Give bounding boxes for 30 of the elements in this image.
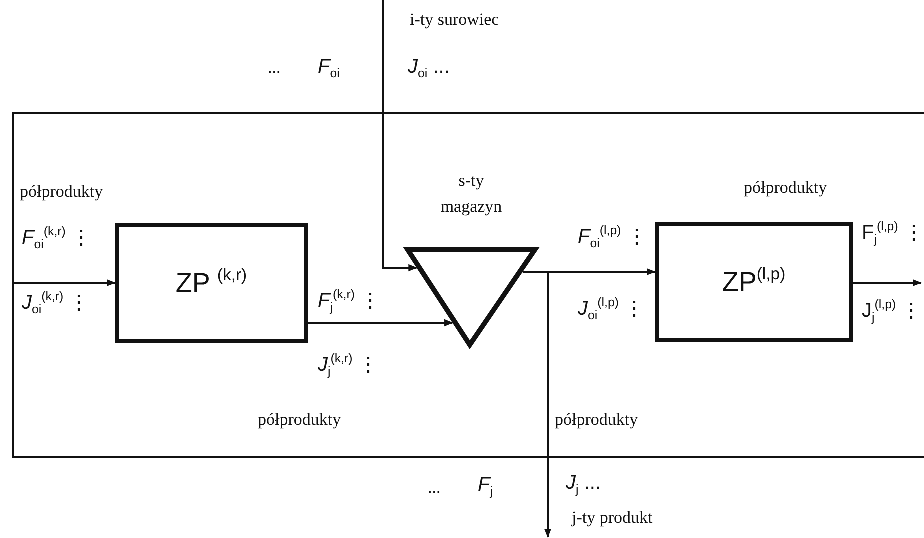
variable-label: J$_{oi}$$^{(k,r)}$ ⋮ xyxy=(22,290,90,315)
process-box xyxy=(115,223,308,343)
stream-label: półprodukty xyxy=(20,182,104,202)
variable-label: F$_{j}$ xyxy=(478,474,493,497)
flow-arrow xyxy=(308,319,454,327)
variable-label: J$_{oi}$$^{(l,p)}$ ⋮ xyxy=(578,296,645,321)
variable-label: J$_{oi}$ ... xyxy=(408,56,450,79)
storage-label: s-ty magazyn xyxy=(440,170,504,218)
variable-label: F$_{oi}$$^{(k,r)}$ ⋮ xyxy=(22,225,92,250)
variable-label: F$_{j}$$^{(k,r)}$ ⋮ xyxy=(318,288,381,313)
stream-label: półprodukty xyxy=(744,178,828,198)
variable-label: J$_{j}$$^{(l,p)}$ ⋮ xyxy=(862,298,922,323)
process-label: ZP $^{(k,r)}$ xyxy=(176,268,248,298)
flow-arrow xyxy=(382,0,418,272)
process-label: ZP$^{(l,p)}$ xyxy=(722,266,786,298)
stream-label: półprodukty xyxy=(258,410,342,430)
flow-arrow xyxy=(12,279,116,287)
process-box xyxy=(655,222,853,342)
variable-label: F$_{oi}$ xyxy=(318,56,340,79)
flow-arrow xyxy=(853,279,922,287)
system-boundary xyxy=(12,112,924,458)
stream-label: ... xyxy=(268,58,281,78)
variable-label: J$_{j}$$^{(k,r)}$ ⋮ xyxy=(318,352,378,377)
stream-label: i-ty surowiec xyxy=(410,10,500,30)
variable-label: F$_{oi}$$^{(l,p)}$ ⋮ xyxy=(578,224,647,249)
stream-label: j-ty produkt xyxy=(572,508,653,528)
variable-label: F$_{j}$$^{(l,p)}$ ⋮ xyxy=(862,220,924,245)
variable-label: J$_{j}$ ... xyxy=(566,472,601,495)
stream-label: ... xyxy=(428,478,441,498)
stream-label: półprodukty xyxy=(555,410,638,430)
